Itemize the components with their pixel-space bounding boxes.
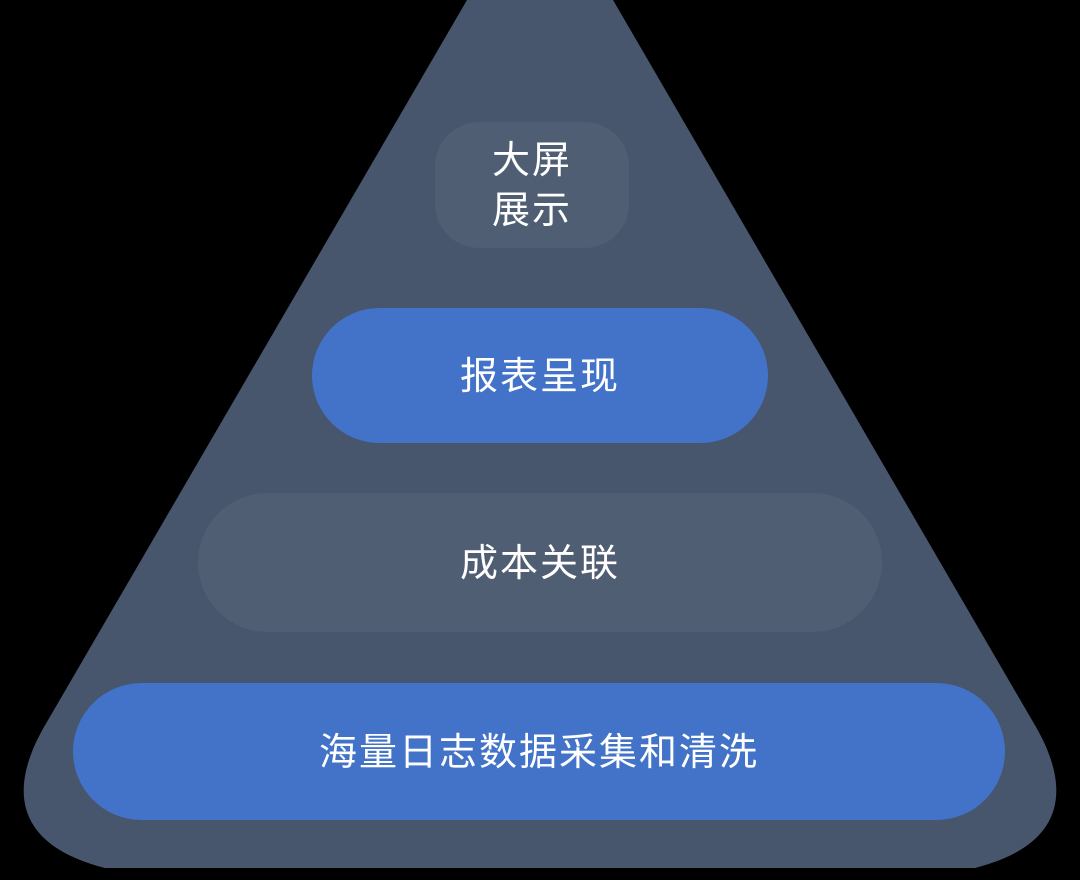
tier-cost-pill: 成本关联 xyxy=(198,493,882,632)
tier-top-label-line-1: 大屏 xyxy=(491,138,572,182)
tier-cost-label: 成本关联 xyxy=(459,540,620,585)
tier-top-label: 大屏 展示 xyxy=(492,135,572,235)
tier-log-collection-label: 海量日志数据采集和清洗 xyxy=(318,729,759,774)
tier-top-display: 大屏 展示 xyxy=(435,122,629,248)
tier-report-pill: 报表呈现 xyxy=(312,308,768,443)
tier-log-collection-pill: 海量日志数据采集和清洗 xyxy=(73,683,1005,820)
tier-report-label: 报表呈现 xyxy=(459,353,620,398)
tier-top-label-line-2: 展示 xyxy=(491,188,572,232)
